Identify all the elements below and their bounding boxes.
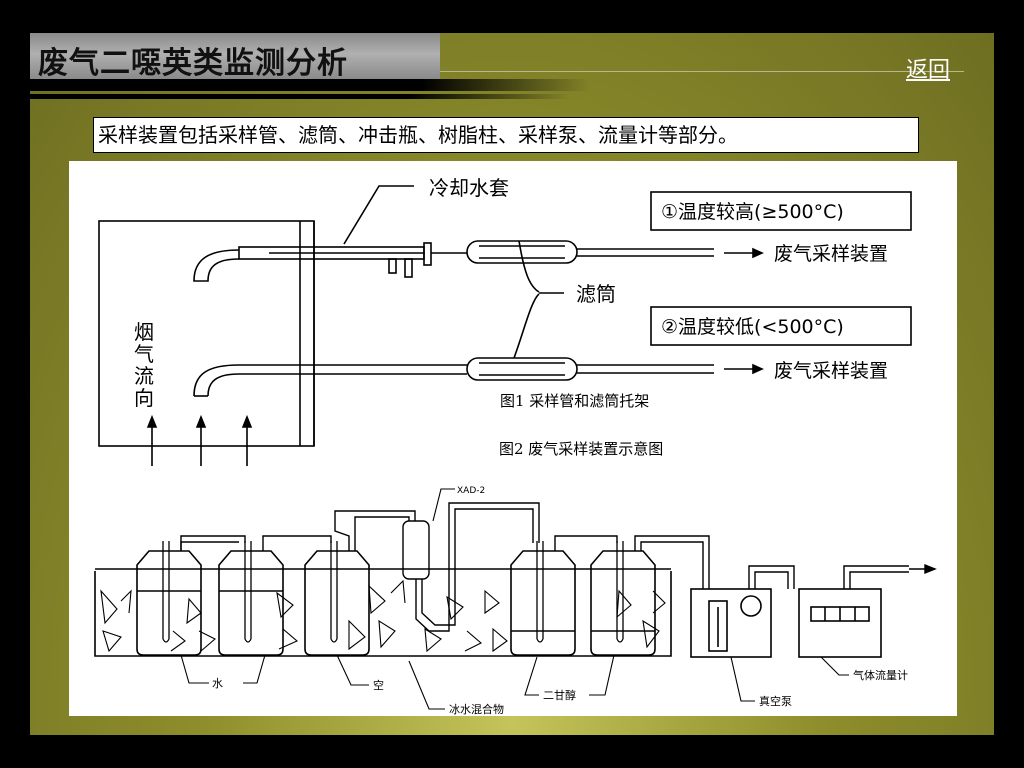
resin-column	[402, 520, 430, 580]
glycol-label: 二甘醇	[543, 688, 576, 702]
flue-direction-char-4: 向	[134, 386, 154, 410]
resin-label: XAD-2	[457, 486, 485, 496]
ice-water-label: 冰水混合物	[449, 702, 504, 716]
figure2-schematic	[94, 488, 937, 710]
filter-holder-top	[466, 240, 578, 264]
gas-flowmeter	[798, 588, 882, 658]
figure-area: 冷却水套 ①温度较高(≥500°C) ②温度较低(<500°C) 废气采样装置 …	[69, 161, 957, 716]
condition-low-label: ②温度较低(<500°C)	[661, 316, 844, 338]
filter-holder-bottom	[466, 357, 578, 381]
filter-label: 滤筒	[576, 282, 616, 306]
title-thin-rule	[440, 71, 964, 72]
figure1-schematic	[98, 185, 912, 466]
empty-label: 空	[373, 678, 384, 692]
label-leaders	[180, 488, 849, 710]
water-label: 水	[212, 677, 223, 690]
condition-box-high	[650, 191, 912, 231]
gas-flowmeter-label: 气体流量计	[853, 668, 908, 682]
title-bar	[30, 33, 440, 79]
sampling-device-bottom-label: 废气采样装置	[774, 360, 888, 382]
page-title: 废气二噁英类监测分析	[38, 46, 348, 81]
condition-high-label: ①温度较高(≥500°C)	[661, 201, 844, 223]
title-underline-thick	[30, 79, 590, 91]
cooling-jacket-label: 冷却水套	[429, 176, 509, 200]
flue-direction-char-3: 流	[134, 364, 154, 388]
sampling-device-top-label: 废气采样装置	[774, 243, 888, 265]
ice-bath	[94, 571, 672, 657]
flue-direction-char-1: 烟	[134, 320, 154, 344]
connecting-tubes	[180, 502, 937, 632]
intro-text: 采样装置包括采样管、滤筒、冲击瓶、树脂柱、采样泵、流量计等部分。	[93, 117, 919, 153]
dip-tubes	[162, 541, 624, 643]
figure1-caption: 图1 采样管和滤筒托架	[500, 392, 650, 410]
back-link[interactable]: 返回	[906, 58, 951, 83]
flue-duct	[98, 220, 315, 447]
vacuum-pump-label: 真空泵	[759, 694, 792, 708]
title-underline-thin	[30, 94, 570, 99]
condition-box-low	[650, 306, 912, 346]
flue-direction-char-2: 气	[134, 342, 154, 366]
sampling-diagram: 冷却水套 ①温度较高(≥500°C) ②温度较低(<500°C) 废气采样装置 …	[94, 176, 937, 716]
ice-shards	[100, 579, 666, 653]
figure2-caption: 图2 废气采样装置示意图	[499, 440, 664, 458]
